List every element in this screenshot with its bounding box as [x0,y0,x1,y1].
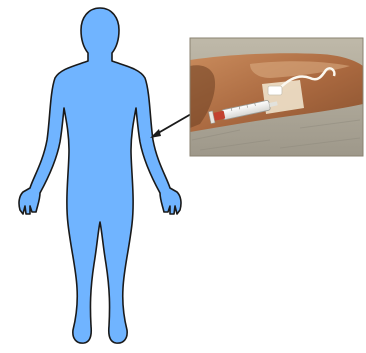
body-silhouette [19,8,181,343]
inset-photo [190,38,363,156]
catheter-hub [268,86,282,95]
human-figure [19,8,181,343]
